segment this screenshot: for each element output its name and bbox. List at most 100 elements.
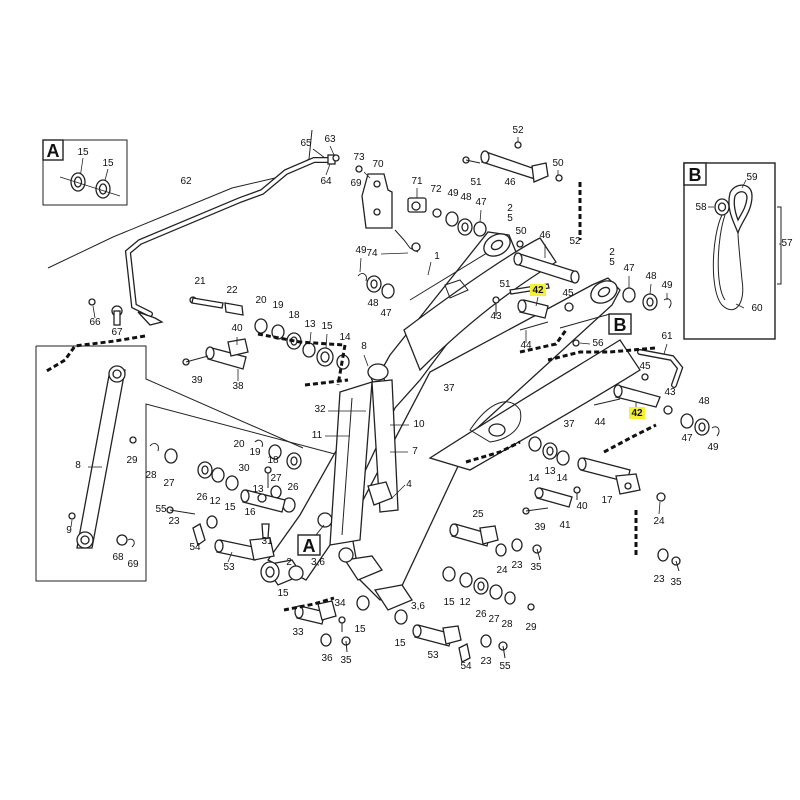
shaft-46-mid <box>513 240 580 284</box>
part-label-l4: 4 <box>406 479 412 490</box>
right-mid-assembly <box>442 436 681 611</box>
part-label-l55b: 55 <box>499 661 511 672</box>
part-label-l64: 64 <box>320 176 332 187</box>
part-label-l73: 73 <box>353 152 365 163</box>
part-label-l40b: 40 <box>576 501 588 512</box>
part-label-l2c: 2 <box>286 557 292 568</box>
dashed-leaders <box>257 182 657 612</box>
part-label-l14c: 14 <box>556 473 568 484</box>
part-label-l54a: 54 <box>189 542 201 553</box>
callout-b: B <box>559 313 632 335</box>
part-label-l50a: 50 <box>552 158 564 169</box>
shaft-46-top <box>481 151 539 180</box>
part-label-l49c: 49 <box>355 245 367 256</box>
loader-arm-1 <box>263 231 641 611</box>
inset-b-label-57: 57 <box>781 238 793 249</box>
bottom-assembly <box>294 595 508 663</box>
part-label-l20b: 20 <box>233 439 245 450</box>
fitting-52-top <box>514 141 522 149</box>
link-bar-8 <box>76 369 126 549</box>
lanyard-60 <box>712 214 744 311</box>
part-label-l32: 32 <box>314 404 326 415</box>
inset-a-letter: A <box>47 141 60 161</box>
part-label-l17: 17 <box>601 495 613 506</box>
link-32 <box>329 381 373 546</box>
link-10 <box>371 379 399 513</box>
part-label-l34: 34 <box>334 598 346 609</box>
part-label-l29a: 29 <box>126 455 138 466</box>
part-label-l23c: 23 <box>653 574 665 585</box>
part-label-l52b: 52 <box>569 236 581 247</box>
part-label-l56: 56 <box>592 338 604 349</box>
part-label-l27b: 27 <box>270 473 282 484</box>
top-shaft-group <box>462 137 563 183</box>
part-label-l15c: 15 <box>277 588 289 599</box>
part-label-l28b: 28 <box>501 619 513 630</box>
part-label-l47a: 47 <box>475 197 487 208</box>
label-highlight-l42b <box>629 407 645 419</box>
inset-b-label-59: 59 <box>746 172 758 183</box>
inset-b-letter: B <box>689 165 702 185</box>
part-label-l55a: 55 <box>155 504 167 515</box>
part-label-l51b: 51 <box>499 279 511 290</box>
part-label-l11: 11 <box>312 430 323 441</box>
part-label-l44b: 44 <box>594 417 606 428</box>
part-label-l15f: 15 <box>394 638 406 649</box>
fitting-50-top <box>555 174 563 182</box>
part-label-l1: 1 <box>434 251 440 262</box>
hose-62 <box>47 129 340 326</box>
part-label-l38: 38 <box>232 381 244 392</box>
hose-61 <box>572 339 684 388</box>
part-label-l48b: 48 <box>645 271 657 282</box>
part-label-l71: 71 <box>411 176 423 187</box>
inset-b-tag <box>683 162 707 186</box>
part-label-l5a: 5 <box>507 213 513 224</box>
inset-b: B 59 58 57 60 <box>683 162 793 340</box>
part-label-l52a: 52 <box>512 125 524 136</box>
inset-a-label-2: 15 <box>102 158 114 169</box>
part-label-l69a: 69 <box>350 178 362 189</box>
part-label-l24b: 24 <box>496 565 508 576</box>
part-label-l29b: 29 <box>525 622 537 633</box>
washers-left-top <box>357 257 395 299</box>
part-label-l49d: 49 <box>707 442 719 453</box>
inset-b-label-60: 60 <box>751 303 763 314</box>
part-label-l18b: 18 <box>267 455 279 466</box>
part-label-l14b: 14 <box>528 473 540 484</box>
part-label-l13a: 13 <box>304 319 316 330</box>
part-label-l8b: 8 <box>75 460 81 471</box>
part-label-l19: 19 <box>272 300 284 311</box>
part-label-l35a: 35 <box>530 562 542 573</box>
part-label-l26a: 26 <box>196 492 208 503</box>
part-label-l28a: 28 <box>145 470 157 481</box>
part-label-l5b: 5 <box>609 257 615 268</box>
part-label-l69b: 69 <box>127 559 139 570</box>
label-highlight-l42a <box>530 284 546 296</box>
fitting-63 <box>332 154 340 162</box>
part-label-l50b: 50 <box>515 226 527 237</box>
part-label-l70: 70 <box>372 159 384 170</box>
inset-a-label-1: 15 <box>77 147 89 158</box>
pin-42-lower <box>615 385 661 408</box>
inset-a-tag <box>42 139 64 161</box>
link-inset <box>35 334 351 582</box>
part-label-l15a: 15 <box>321 321 333 332</box>
washers-right-top <box>622 276 672 311</box>
part-label-l3: 3,6 <box>411 601 425 612</box>
part-label-l27a: 27 <box>163 478 175 489</box>
part-label-l67: 67 <box>111 327 123 338</box>
callout-a-letter: A <box>303 536 316 556</box>
part-label-l53a: 53 <box>223 562 235 573</box>
part-label-l43a: 43 <box>490 311 502 322</box>
part-label-l26b: 26 <box>287 482 299 493</box>
callout-a: A <box>297 524 325 556</box>
fitting-66 <box>88 298 96 306</box>
part-label-l12b: 12 <box>459 597 471 608</box>
part-label-l44a: 44 <box>520 340 532 351</box>
crossbeam-upper <box>403 237 557 372</box>
part-label-l63: 63 <box>324 134 336 145</box>
part-label-l62: 62 <box>180 176 192 187</box>
